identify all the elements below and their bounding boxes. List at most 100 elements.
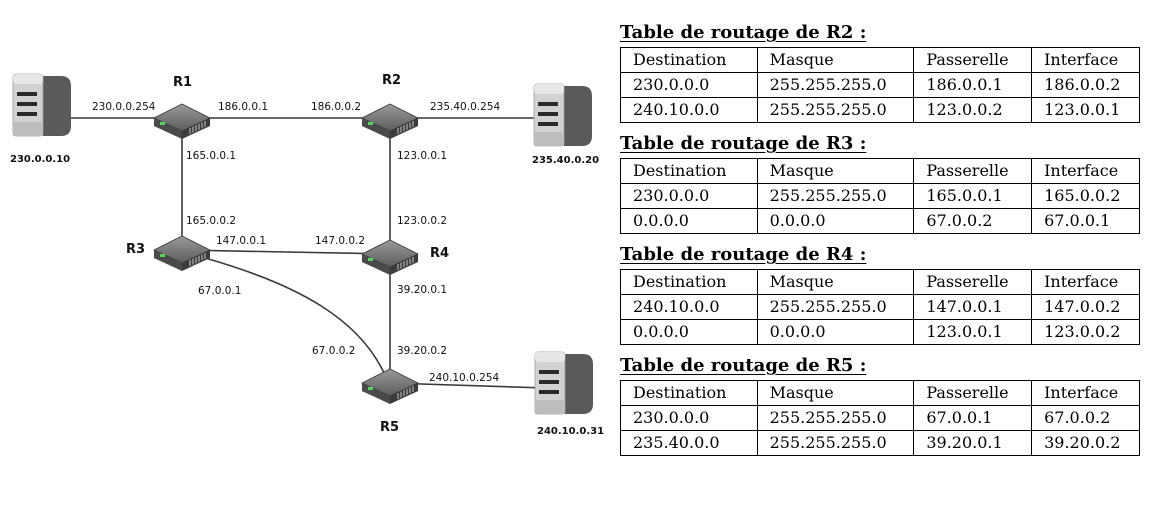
iface-label: 67.0.0.1: [198, 285, 241, 297]
header-cell: Interface: [1031, 158, 1140, 184]
routing-table: Destination Masque Passerelle Interface …: [620, 158, 1140, 234]
iface-label: 165.0.0.2: [186, 215, 236, 227]
table-cell: 255.255.255.0: [756, 294, 915, 320]
table-cell: 230.0.0.0: [620, 405, 758, 431]
table-cell: 147.0.0.1: [913, 294, 1033, 320]
routing-table-r3: Table de routage de R3 : Destination Mas…: [620, 133, 1140, 234]
table-row: 0.0.0.0 0.0.0.0 67.0.0.2 67.0.0.1: [620, 208, 1140, 234]
header-cell: Interface: [1031, 269, 1140, 295]
table-row: 240.10.0.0 255.255.255.0 147.0.0.1 147.0…: [620, 294, 1140, 320]
table-title: Table de routage de R4 :: [620, 244, 867, 265]
iface-label: 123.0.0.2: [397, 215, 447, 227]
header-cell: Passerelle: [913, 269, 1033, 295]
table-cell: 235.40.0.0: [620, 430, 758, 456]
table-cell: 123.0.0.2: [1031, 319, 1140, 345]
iface-label: 165.0.0.1: [186, 150, 236, 162]
iface-label: 240.10.0.254: [429, 372, 499, 384]
iface-label: 123.0.0.1: [397, 150, 447, 162]
table-row: 230.0.0.0 255.255.255.0 165.0.0.1 165.0.…: [620, 183, 1140, 209]
server-icon-h1: [12, 73, 72, 137]
table-header-row: Destination Masque Passerelle Interface: [620, 158, 1140, 184]
table-row: 230.0.0.0 255.255.255.0 67.0.0.1 67.0.0.…: [620, 405, 1140, 431]
router-icon-r4: [361, 239, 419, 276]
table-cell: 67.0.0.2: [1031, 405, 1140, 431]
table-cell: 0.0.0.0: [756, 208, 915, 234]
header-cell: Destination: [620, 269, 758, 295]
table-cell: 255.255.255.0: [756, 183, 915, 209]
table-cell: 123.0.0.1: [1031, 97, 1140, 123]
router-label-r3: R3: [126, 242, 145, 257]
table-cell: 230.0.0.0: [620, 183, 758, 209]
header-cell: Destination: [620, 158, 758, 184]
router-label-r2: R2: [382, 73, 401, 88]
header-cell: Destination: [620, 380, 758, 406]
router-icon-r5: [361, 368, 419, 405]
iface-label: 39.20.0.1: [397, 284, 447, 296]
table-cell: 39.20.0.1: [913, 430, 1033, 456]
header-cell: Interface: [1031, 380, 1140, 406]
iface-label: 186.0.0.2: [311, 101, 361, 113]
link-r3-r5: [204, 257, 386, 376]
table-cell: 240.10.0.0: [620, 294, 758, 320]
header-cell: Masque: [756, 47, 915, 73]
router-icon-r1: [153, 103, 211, 140]
table-header-row: Destination Masque Passerelle Interface: [620, 380, 1140, 406]
routing-table: Destination Masque Passerelle Interface …: [620, 380, 1140, 456]
table-cell: 0.0.0.0: [620, 208, 758, 234]
table-row: 235.40.0.0 255.255.255.0 39.20.0.1 39.20…: [620, 430, 1140, 456]
router-icon-r3: [153, 235, 211, 272]
table-cell: 255.255.255.0: [756, 405, 915, 431]
table-cell: 165.0.0.2: [1031, 183, 1140, 209]
header-cell: Masque: [756, 380, 915, 406]
host-label-h2: 235.40.0.20: [532, 155, 599, 166]
table-cell: 67.0.0.2: [913, 208, 1033, 234]
header-cell: Passerelle: [913, 158, 1033, 184]
table-title: Table de routage de R5 :: [620, 355, 867, 376]
router-icon-r2: [361, 103, 419, 140]
table-row: 0.0.0.0 0.0.0.0 123.0.0.1 123.0.0.2: [620, 319, 1140, 345]
iface-label: 235.40.0.254: [430, 101, 500, 113]
table-cell: 165.0.0.1: [913, 183, 1033, 209]
iface-label: 186.0.0.1: [218, 101, 268, 113]
router-label-r5: R5: [380, 420, 399, 435]
table-cell: 255.255.255.0: [756, 430, 915, 456]
table-cell: 255.255.255.0: [756, 97, 915, 123]
header-cell: Destination: [620, 47, 758, 73]
routing-tables-panel: Table de routage de R2 : Destination Mas…: [620, 22, 1140, 466]
iface-label: 147.0.0.1: [216, 235, 266, 247]
table-header-row: Destination Masque Passerelle Interface: [620, 269, 1140, 295]
iface-label: 230.0.0.254: [92, 101, 156, 113]
network-diagram: R1 R2 R3 R4 R5 230.0.0.10 235.40.0.20 24…: [10, 73, 604, 437]
routing-table: Destination Masque Passerelle Interface …: [620, 269, 1140, 345]
table-cell: 67.0.0.1: [913, 405, 1033, 431]
iface-label: 147.0.0.2: [315, 235, 365, 247]
table-header-row: Destination Masque Passerelle Interface: [620, 47, 1140, 73]
table-cell: 123.0.0.2: [913, 97, 1033, 123]
host-label-h3: 240.10.0.31: [537, 426, 604, 437]
link-r3-r4: [181, 249, 391, 255]
table-title: Table de routage de R2 :: [620, 22, 867, 43]
iface-label: 39.20.0.2: [397, 345, 447, 357]
header-cell: Passerelle: [913, 47, 1033, 73]
table-cell: 39.20.0.2: [1031, 430, 1140, 456]
header-cell: Interface: [1031, 47, 1140, 73]
server-icon-h3: [534, 351, 594, 415]
table-cell: 186.0.0.2: [1031, 72, 1140, 98]
table-cell: 67.0.0.1: [1031, 208, 1140, 234]
iface-label: 67.0.0.2: [312, 345, 355, 357]
header-cell: Masque: [756, 269, 915, 295]
table-row: 240.10.0.0 255.255.255.0 123.0.0.2 123.0…: [620, 97, 1140, 123]
table-title: Table de routage de R3 :: [620, 133, 867, 154]
routing-table-r2: Table de routage de R2 : Destination Mas…: [620, 22, 1140, 123]
table-cell: 0.0.0.0: [756, 319, 915, 345]
routing-table: Destination Masque Passerelle Interface …: [620, 47, 1140, 123]
routing-table-r4: Table de routage de R4 : Destination Mas…: [620, 244, 1140, 345]
table-cell: 230.0.0.0: [620, 72, 758, 98]
table-cell: 186.0.0.1: [913, 72, 1033, 98]
table-cell: 123.0.0.1: [913, 319, 1033, 345]
table-cell: 0.0.0.0: [620, 319, 758, 345]
router-label-r1: R1: [173, 75, 192, 90]
table-cell: 255.255.255.0: [756, 72, 915, 98]
table-row: 230.0.0.0 255.255.255.0 186.0.0.1 186.0.…: [620, 72, 1140, 98]
header-cell: Masque: [756, 158, 915, 184]
